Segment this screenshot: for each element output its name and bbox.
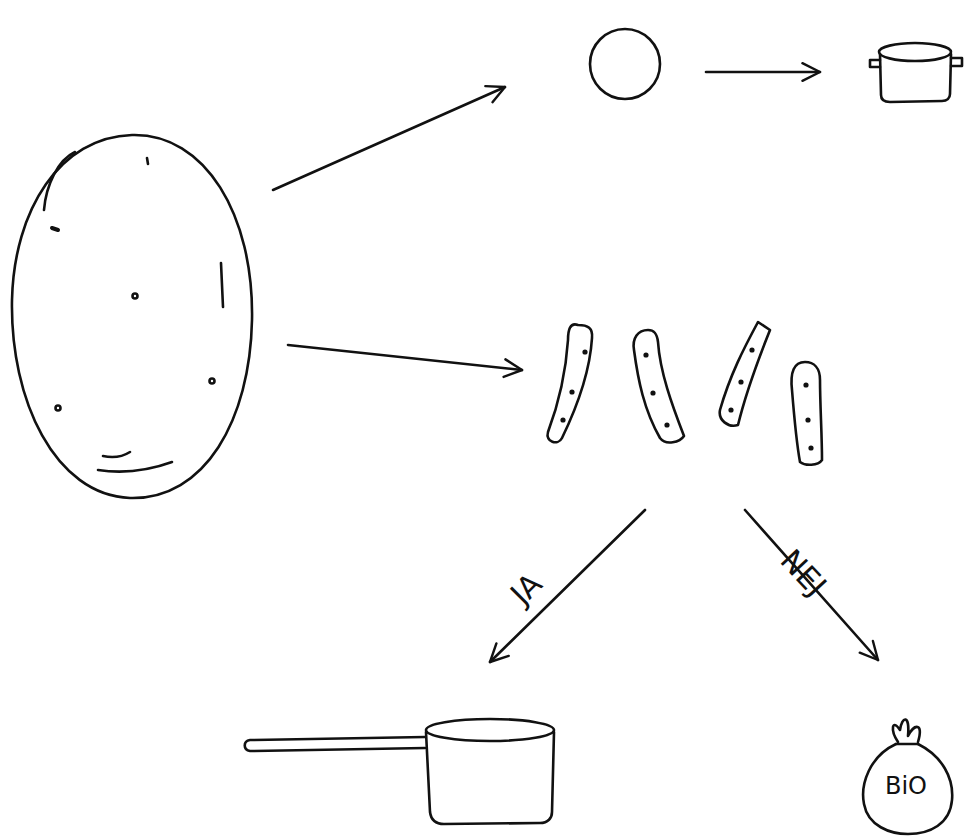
- fry: [792, 362, 822, 465]
- potato-mark: [98, 462, 172, 472]
- potato-mark: [147, 158, 148, 164]
- arrow: [288, 345, 522, 370]
- fry-dot: [562, 419, 565, 422]
- fry-dot: [645, 354, 648, 357]
- bio-bag-outline: [852, 680, 960, 836]
- node-text: BiO: [852, 772, 960, 800]
- pot-rim: [879, 43, 951, 61]
- potato-outline: [12, 135, 252, 498]
- small-potato: [590, 29, 660, 99]
- arrow: [706, 71, 820, 74]
- fry-dot: [730, 409, 733, 412]
- arrow: [273, 87, 505, 190]
- bio-bag: BiO: [852, 680, 960, 836]
- fry-dot: [584, 351, 587, 354]
- fry: [720, 322, 770, 426]
- fry: [548, 324, 593, 442]
- fry: [634, 330, 684, 442]
- saucepan: [245, 719, 554, 824]
- arrow: [745, 510, 878, 660]
- pot: [870, 43, 962, 102]
- potato-mark: [44, 152, 75, 210]
- pan-body: [426, 732, 554, 824]
- potato-mark: [210, 379, 215, 384]
- fry-dot: [740, 381, 743, 384]
- pot-handle: [951, 58, 962, 66]
- fries: [548, 322, 822, 465]
- fry-dot: [571, 391, 574, 394]
- fry-dot: [666, 424, 669, 427]
- fry-dot: [652, 392, 655, 395]
- potato-mark: [56, 406, 61, 411]
- bio-bag-line: [896, 743, 918, 746]
- fry-dot: [810, 447, 813, 450]
- fry-dot: [751, 349, 754, 352]
- pan-rim: [426, 719, 554, 741]
- potato: [12, 135, 252, 498]
- pot-handle: [870, 60, 880, 67]
- potato-mark: [103, 452, 130, 457]
- branch-label: JA: [504, 567, 548, 611]
- pot-body: [880, 54, 951, 102]
- arrow: [490, 510, 645, 662]
- potato-mark: [133, 294, 138, 299]
- potato-mark: [52, 228, 58, 230]
- pan-handle: [245, 737, 425, 751]
- fry-dot: [807, 419, 810, 422]
- bio-bag-line: [893, 719, 920, 742]
- fry-dot: [805, 384, 808, 387]
- potato-mark: [221, 263, 223, 307]
